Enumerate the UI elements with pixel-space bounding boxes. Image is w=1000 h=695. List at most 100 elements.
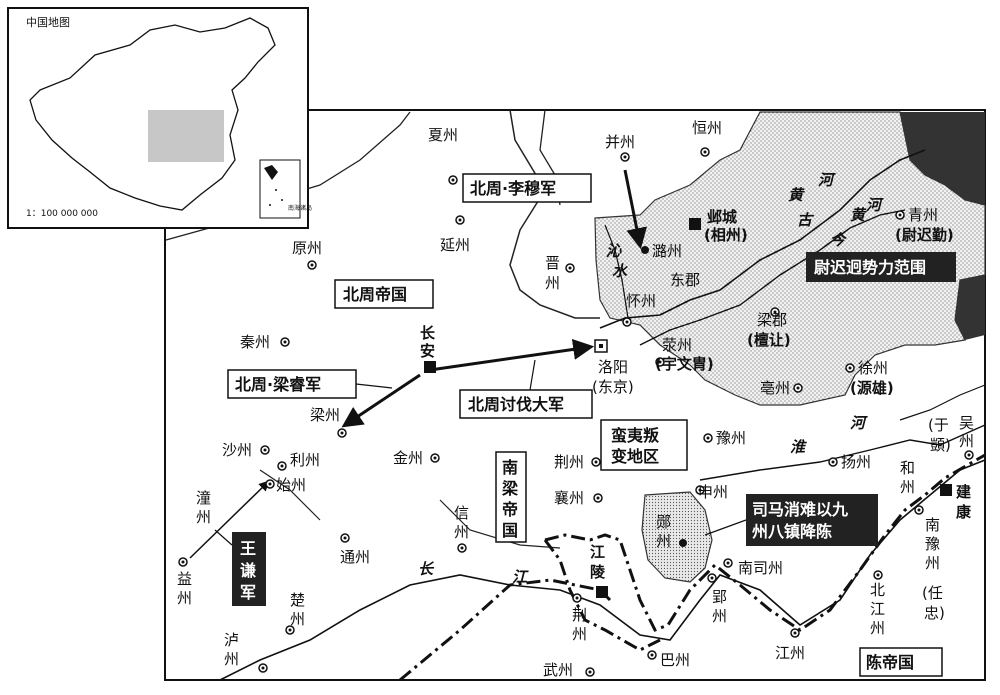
svg-text:陵: 陵 — [590, 563, 606, 581]
svg-text:泸: 泸 — [224, 631, 239, 649]
svg-text:潼: 潼 — [196, 489, 211, 507]
svg-text:荥州: 荥州 — [662, 336, 692, 354]
svg-text:江州: 江州 — [775, 644, 805, 662]
yellow-river-present — [639, 209, 906, 346]
li-mu-army-arrow — [623, 169, 648, 250]
river-sw — [259, 469, 321, 521]
svg-text:潞州: 潞州 — [652, 242, 682, 260]
manyi-box — [600, 419, 688, 471]
svg-text:梁: 梁 — [501, 479, 519, 498]
manyi-label-1: 蛮夷叛 — [611, 426, 659, 445]
svg-text:淮: 淮 — [790, 438, 807, 456]
svg-text:王: 王 — [240, 539, 256, 558]
svg-text:(尉迟勤): (尉迟勤) — [895, 226, 954, 244]
svg-text:申州: 申州 — [698, 483, 728, 501]
inset-highlight-area — [148, 110, 224, 162]
south-liang-border — [543, 539, 661, 652]
south-liang-box — [495, 451, 527, 543]
sea-area-northeast — [900, 112, 985, 205]
north-zhou-label: 北周帝国 — [343, 285, 407, 304]
svg-text:楚: 楚 — [290, 591, 305, 609]
svg-text:荆: 荆 — [572, 606, 587, 624]
luoyang-alt-label: (东京) — [592, 378, 634, 396]
svg-text:州: 州 — [290, 610, 305, 628]
svg-text:亳州: 亳州 — [760, 379, 790, 397]
svg-text:(任: (任 — [922, 584, 943, 602]
svg-text:和: 和 — [900, 459, 915, 477]
sea-area-east — [955, 275, 985, 340]
svg-text:沙州: 沙州 — [222, 441, 252, 459]
svg-text:青州: 青州 — [908, 206, 938, 224]
svg-text:古: 古 — [797, 211, 815, 229]
ye-label: 邺城 — [707, 208, 737, 226]
svg-text:郢: 郢 — [712, 588, 727, 606]
ye-capital — [689, 218, 701, 230]
svg-text:州: 州 — [925, 554, 940, 572]
svg-text:梁郡: 梁郡 — [757, 311, 787, 329]
svg-text:徐州: 徐州 — [858, 359, 888, 377]
svg-text:州: 州 — [870, 619, 885, 637]
svg-text:南海诸岛: 南海诸岛 — [288, 204, 312, 212]
svg-text:(源雄): (源雄) — [850, 379, 894, 397]
svg-text:益: 益 — [177, 570, 192, 588]
svg-text:州: 州 — [454, 523, 469, 541]
svg-text:恒州: 恒州 — [692, 119, 722, 137]
svg-text:州: 州 — [959, 432, 974, 450]
svg-text:帝: 帝 — [502, 500, 518, 519]
svg-text:晋: 晋 — [545, 254, 560, 272]
liang-rui-army-arrow — [341, 373, 421, 428]
svg-text:国: 国 — [502, 521, 518, 540]
svg-text:梁州: 梁州 — [310, 406, 340, 424]
svg-text:扬州: 扬州 — [841, 453, 871, 471]
svg-text:州: 州 — [177, 589, 192, 607]
svg-text:长: 长 — [418, 560, 435, 578]
svg-text:顗): 顗) — [930, 436, 951, 454]
svg-text:水: 水 — [612, 262, 628, 280]
svg-text:武州: 武州 — [543, 661, 573, 679]
svg-text:通州: 通州 — [340, 548, 370, 566]
svg-text:州: 州 — [900, 478, 915, 496]
jiankang-capital — [940, 484, 952, 496]
svg-text:军: 军 — [240, 583, 256, 602]
chen-label: 陈帝国 — [866, 653, 914, 672]
svg-text:江: 江 — [870, 600, 885, 618]
svg-text:原州: 原州 — [292, 239, 322, 257]
svg-text:北: 北 — [870, 581, 885, 599]
svg-text:谦: 谦 — [240, 561, 256, 580]
svg-text:州: 州 — [196, 508, 211, 526]
ye-alt-label: (相州) — [704, 226, 748, 244]
chen-border-main — [544, 453, 986, 632]
svg-text:州: 州 — [224, 650, 239, 668]
luoyang-label: 洛阳 — [598, 358, 628, 376]
svg-text:沁: 沁 — [606, 242, 622, 260]
chen-box — [859, 647, 943, 677]
li-mu-army-box — [462, 173, 592, 203]
yuchi-sphere-region — [594, 111, 986, 406]
sima-region — [641, 491, 713, 583]
huai-river — [699, 424, 986, 481]
inset-title: 中国地图 — [26, 16, 70, 29]
svg-text:河: 河 — [866, 196, 884, 214]
svg-text:州: 州 — [656, 532, 671, 550]
svg-text:金州: 金州 — [393, 449, 423, 467]
svg-text:东郡: 东郡 — [670, 271, 700, 289]
yangtze-river — [219, 459, 986, 681]
main-army-box — [459, 389, 593, 419]
svg-text:黄: 黄 — [850, 206, 867, 224]
li-mu-army-label: 北周·李穆军 — [470, 179, 556, 198]
sima-label-2: 州八镇降陈 — [751, 522, 832, 541]
north-zhou-box — [334, 279, 434, 309]
svg-text:怀州: 怀州 — [626, 292, 656, 310]
coastline — [899, 384, 986, 421]
svg-text:吴: 吴 — [959, 414, 974, 432]
manyi-label-2: 变地区 — [611, 447, 659, 466]
qin-river — [604, 224, 629, 319]
svg-text:建: 建 — [956, 483, 972, 501]
svg-text:豫: 豫 — [925, 535, 940, 553]
changan-capital — [424, 361, 436, 373]
svg-text:巴州: 巴州 — [660, 651, 690, 669]
border-line — [509, 109, 600, 319]
chen-border-west — [399, 578, 612, 682]
svg-text:黄: 黄 — [788, 186, 805, 204]
